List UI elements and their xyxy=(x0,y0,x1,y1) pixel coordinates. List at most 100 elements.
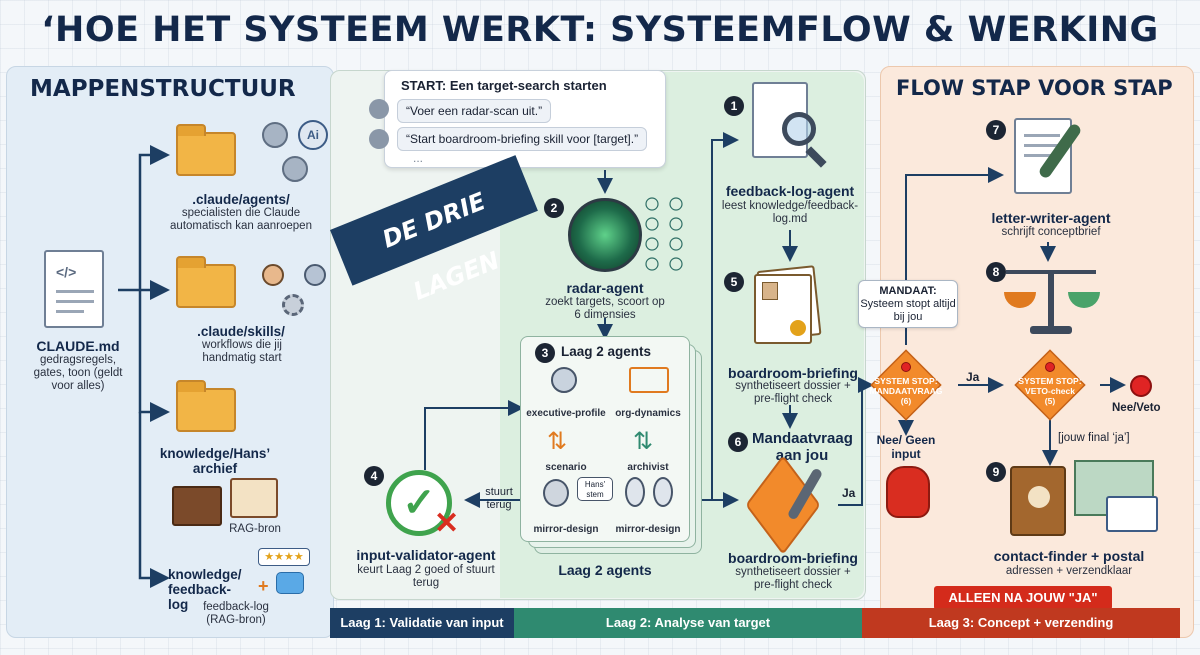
open-book-icon xyxy=(230,478,278,518)
mandaat-ja-label: Ja xyxy=(842,486,856,500)
agent-label: mirror-design xyxy=(533,524,599,535)
briefing-1-label: boardroom-briefing xyxy=(728,365,858,381)
robot-icon xyxy=(282,156,308,182)
face-icon xyxy=(543,479,569,507)
scale-pan-right-icon xyxy=(1068,292,1100,308)
callout-text: Systeem stopt altijd bij jou xyxy=(860,298,956,323)
mirror-icon xyxy=(653,477,673,507)
validator-label: input-validator-agent xyxy=(356,547,496,563)
contact-finder-desc: adressen + verzendklaar xyxy=(1005,565,1133,577)
folder-archief-label: knowledge/Hans’ archief xyxy=(159,446,271,476)
folder-skills-label: .claude/skills/ xyxy=(197,324,285,339)
left-panel xyxy=(6,66,334,638)
mirror-icon xyxy=(625,477,645,507)
plus-icon: + xyxy=(258,576,269,596)
radar-icon xyxy=(568,198,642,272)
envelope-icon xyxy=(1106,496,1158,532)
folder-icon xyxy=(176,380,236,432)
nee-veto-label: Nee/Veto xyxy=(1112,402,1161,414)
start-message: “Voer een radar-scan uit.” xyxy=(397,99,552,123)
step-number: 5 xyxy=(724,272,744,292)
stop-1-text: SYSTEM STOP: MANDAATVRAAG (6) xyxy=(856,376,956,406)
scale-pole xyxy=(1048,270,1054,330)
radar-agent-label: radar-agent xyxy=(566,280,644,296)
claude-md-doc-icon: </> xyxy=(44,250,104,328)
stop-2-line3: (5) xyxy=(1044,396,1056,406)
letter-writer-desc: schrijft conceptbrief xyxy=(1001,226,1101,238)
step-number: 1 xyxy=(724,96,744,116)
letter-writer-label: letter-writer-agent xyxy=(991,210,1111,226)
step-number: 3 xyxy=(535,343,555,363)
stop-1-ja-label: Ja xyxy=(966,370,980,384)
agent-label: org-dynamics xyxy=(615,408,681,419)
step-number: 4 xyxy=(364,466,384,486)
claude-md-desc: gedragsregels, gates, toon (geldt voor a… xyxy=(33,354,123,392)
user-avatar-icon xyxy=(369,129,389,149)
step-number: 9 xyxy=(986,462,1006,482)
stars-rating-icon: ★★★★ xyxy=(258,548,310,566)
claude-md-label: CLAUDE.md xyxy=(36,338,120,354)
red-dot-icon xyxy=(1045,362,1055,372)
laag-2-bar: Laag 2: Analyse van target xyxy=(514,608,862,638)
dossier-icon xyxy=(754,274,812,344)
contact-finder-label: contact-finder + postal xyxy=(993,548,1145,564)
user-avatar-icon xyxy=(369,99,389,119)
folder-skills-desc: workflows die jij handmatig start xyxy=(202,339,282,364)
laag-1-bar: Laag 1: Validatie van input xyxy=(330,608,514,638)
laag-3-bar: Laag 3: Concept + verzending xyxy=(862,608,1180,638)
folder-agents-label: .claude/agents/ xyxy=(192,192,290,207)
stop-2-line2: VETO-check xyxy=(1025,386,1075,396)
magnifier-icon xyxy=(782,112,816,146)
stop-2-text: SYSTEM STOP: VETO-check (5) xyxy=(1000,376,1100,406)
validator-desc: keurt Laag 2 goed of stuurt terug xyxy=(357,564,495,589)
briefing-2-label: boardroom-briefing xyxy=(728,550,858,566)
stop-1-line1: SYSTEM STOP: xyxy=(874,376,938,386)
layer2-footer: Laag 2 agents xyxy=(558,562,652,578)
start-message: “Start boardroom-briefing skill voor [ta… xyxy=(397,127,648,151)
person-icon xyxy=(304,264,326,286)
radar-agent-desc: zoekt targets, scoort op 6 dimensies xyxy=(545,296,665,321)
split-arrow-icon: ⇅ xyxy=(547,428,568,455)
stop-1-line2: MANDAATVRAAG xyxy=(869,386,943,396)
layer2-card: 3 Laag 2 agents executive-profile org-dy… xyxy=(520,336,690,542)
page-title: ‘HOE HET SYSTEEM WERKT: SYSTEEMFLOW & WE… xyxy=(41,10,1159,50)
stop-hand-icon xyxy=(886,466,930,518)
stem-bubble: Hans' stem xyxy=(577,477,613,501)
person-icon xyxy=(262,264,284,286)
check-icon: ✓ xyxy=(386,470,452,536)
layer2-title: Laag 2 agents xyxy=(561,344,652,359)
scale-base xyxy=(1030,326,1072,334)
folder-icon xyxy=(176,256,236,308)
red-dot-icon xyxy=(901,362,911,372)
feedback-agent-label: feedback-log-agent xyxy=(725,183,855,199)
briefing-2-desc: synthetiseert dossier + pre-flight check xyxy=(735,566,851,591)
brain-head-icon xyxy=(551,367,577,393)
step-number: 7 xyxy=(986,120,1006,140)
system-stop-veto-check[interactable]: SYSTEM STOP: VETO-check (5) xyxy=(1000,349,1100,421)
step-number: 6 xyxy=(728,432,748,452)
right-heading: FLOW STAP VOOR STAP xyxy=(896,76,1173,100)
step-number: 2 xyxy=(544,198,564,218)
org-chart-icon xyxy=(629,367,669,393)
stop-1-line3: (6) xyxy=(900,396,912,406)
folder-agents-desc: specialisten die Claude automatisch kan … xyxy=(170,207,312,232)
letter-icon xyxy=(1014,118,1072,194)
split-arrow-icon: ⇅ xyxy=(633,428,654,455)
left-heading: MAPPENSTRUCTUUR xyxy=(30,76,296,102)
stuurt-terug-label: stuurt terug xyxy=(485,486,513,511)
address-book-icon xyxy=(1010,466,1066,536)
feedback-agent-desc: leest knowledge/feedback-log.md xyxy=(721,200,859,225)
folder-icon xyxy=(176,124,236,176)
start-title: START: Een target-search starten xyxy=(401,78,607,93)
mandaat-label: Mandaatvraag aan jou xyxy=(752,430,853,464)
archief-desc: RAG-bron xyxy=(229,523,281,535)
system-stop-mandaatvraag[interactable]: SYSTEM STOP: MANDAATVRAAG (6) xyxy=(856,349,956,421)
scale-pan-left-icon xyxy=(1004,292,1036,308)
briefing-1-desc: synthetiseert dossier + pre-flight check xyxy=(735,380,851,405)
agent-label: mirror-design xyxy=(615,524,681,535)
agent-label: archivist xyxy=(627,462,669,473)
nee-geen-input-label: Nee/ Geen input xyxy=(876,433,936,461)
agent-label: scenario xyxy=(545,462,587,473)
step-number: 8 xyxy=(986,262,1006,282)
ai-icon: Ai xyxy=(298,120,328,150)
